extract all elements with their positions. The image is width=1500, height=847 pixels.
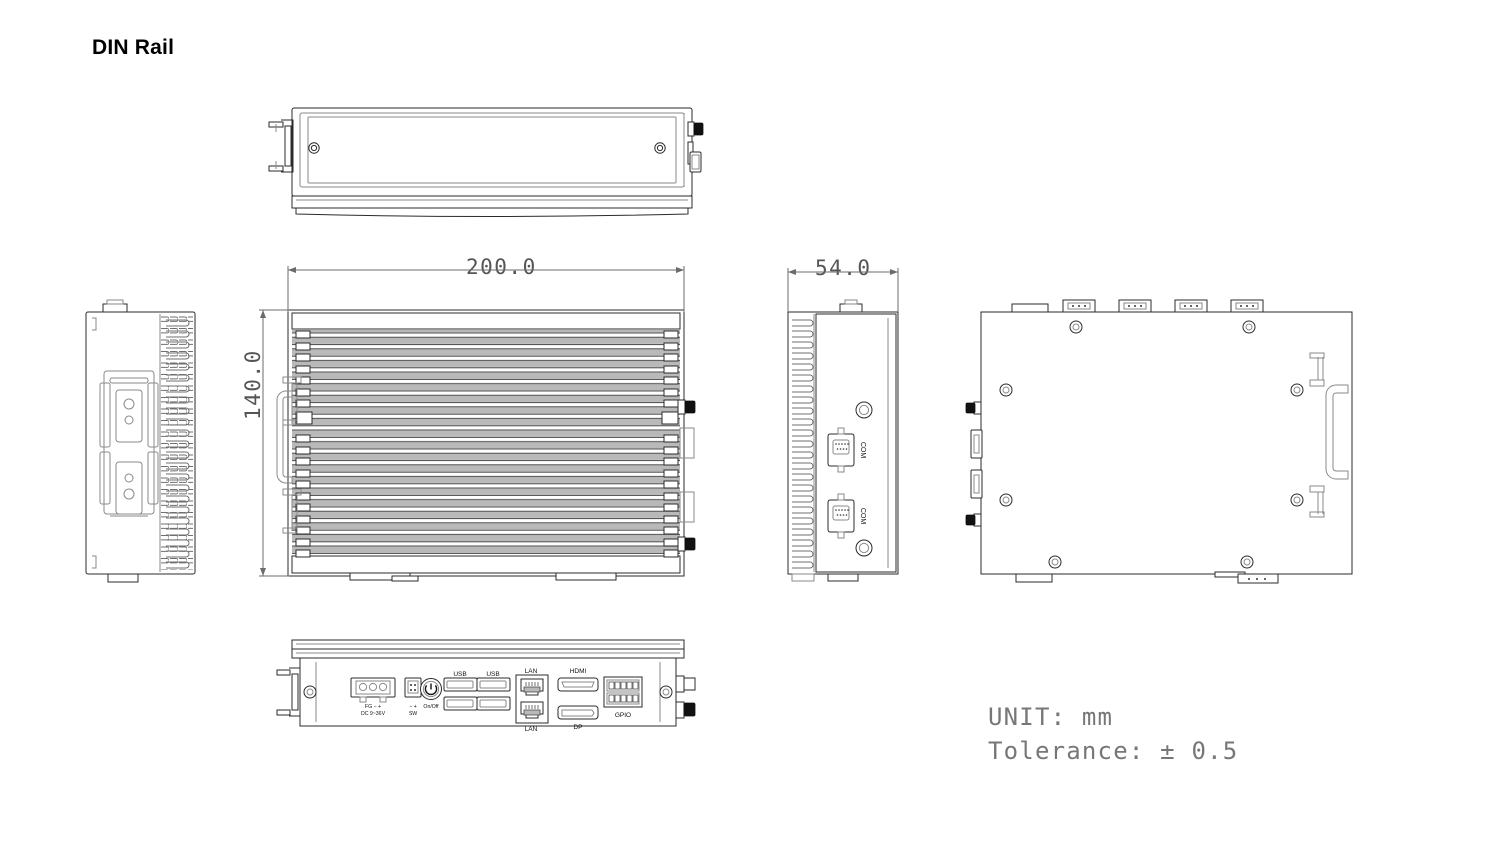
power-button-label: On/Off — [423, 704, 439, 710]
antenna-connector — [677, 399, 696, 415]
antenna-connector — [965, 401, 982, 415]
right-side-view: COM COM — [787, 299, 899, 582]
screw-head — [999, 493, 1013, 507]
din-mount-bracket — [99, 370, 159, 517]
top-connector-tab — [1230, 299, 1264, 313]
drawing-notes: UNIT: mm Tolerance: ± 0.5 — [988, 700, 1238, 768]
hdmi-port: HDMI — [557, 668, 599, 692]
power-button[interactable]: On/Off — [420, 678, 442, 711]
din-rail-clip-bottom — [1309, 352, 1349, 518]
lan-port-top — [520, 678, 544, 696]
antenna-connector — [675, 701, 696, 719]
top-connector-tab — [1118, 299, 1152, 313]
com-port-label-top: COM — [859, 442, 866, 459]
usb-port-left: USB — [443, 671, 478, 711]
switch-header-label: SW — [409, 711, 417, 717]
com-port: COM — [827, 493, 866, 539]
side-fin-stack — [159, 314, 190, 572]
gpio-header: GPIO — [603, 676, 643, 719]
note-tolerance: Tolerance: ± 0.5 — [988, 737, 1239, 766]
din-rail-clip-top — [268, 119, 294, 173]
screw-head — [654, 142, 666, 154]
fin-notches-right — [661, 330, 679, 558]
lan-port-bottom — [520, 701, 544, 719]
din-rail-clip-front — [276, 376, 302, 534]
antenna-hole — [855, 401, 873, 419]
usb-left-label: USB — [453, 671, 466, 678]
top-connector-tab — [1174, 299, 1208, 313]
com-port-label-bottom: COM — [859, 508, 866, 525]
left-side-view — [85, 299, 196, 583]
lan-ports: LAN LAN — [515, 668, 549, 733]
bottom-view — [965, 299, 1353, 584]
screw-head — [999, 383, 1013, 397]
antenna-hole — [855, 539, 873, 557]
io-panel-view: FG − + DC 9~36V − + SW On/Off U — [276, 639, 696, 733]
power-terminal-rating: DC 9~36V — [361, 711, 386, 717]
com-connector-edge — [970, 429, 983, 459]
bottom-connector-tab — [1237, 573, 1279, 584]
antenna-connector — [677, 536, 696, 552]
top-connector-tab — [1062, 299, 1096, 313]
dp-label: DP — [573, 724, 582, 731]
usb-right-label: USB — [486, 671, 499, 678]
page-title: DIN Rail — [92, 36, 175, 59]
dimension-height — [259, 309, 289, 577]
fin-notches — [295, 330, 313, 558]
usb-port-right: USB — [476, 671, 511, 711]
dimension-depth-label: 54.0 — [815, 256, 872, 280]
power-terminal-block: FG − + DC 9~36V — [350, 677, 396, 717]
antenna-connector — [675, 675, 696, 693]
screw-head — [308, 142, 320, 154]
antenna-connector — [687, 121, 704, 137]
screw-head — [1069, 320, 1083, 334]
screw-head — [1048, 555, 1062, 569]
note-unit: UNIT: mm — [988, 703, 1114, 731]
port-connector — [689, 151, 702, 173]
din-rail-clip-io — [276, 667, 301, 717]
dimension-depth — [787, 268, 899, 312]
hdmi-label: HDMI — [570, 668, 587, 675]
lan-top-label: LAN — [525, 668, 538, 675]
screw-head — [1242, 320, 1256, 334]
top-view — [268, 107, 704, 217]
side-fin-stack-right — [792, 319, 814, 569]
front-view — [276, 309, 696, 582]
screw-head — [1240, 555, 1254, 569]
gpio-label: GPIO — [615, 712, 631, 719]
screw-head — [1290, 383, 1304, 397]
dp-port: DP — [557, 705, 599, 731]
com-connector-edge — [970, 469, 983, 499]
lan-bottom-label: LAN — [525, 726, 538, 733]
antenna-connector — [965, 513, 982, 527]
dimension-width — [287, 266, 685, 312]
com-port: COM — [827, 427, 866, 473]
switch-header-pins: − + — [409, 704, 417, 710]
screw-head — [1290, 493, 1304, 507]
power-terminal-pins: FG − + — [365, 704, 381, 710]
